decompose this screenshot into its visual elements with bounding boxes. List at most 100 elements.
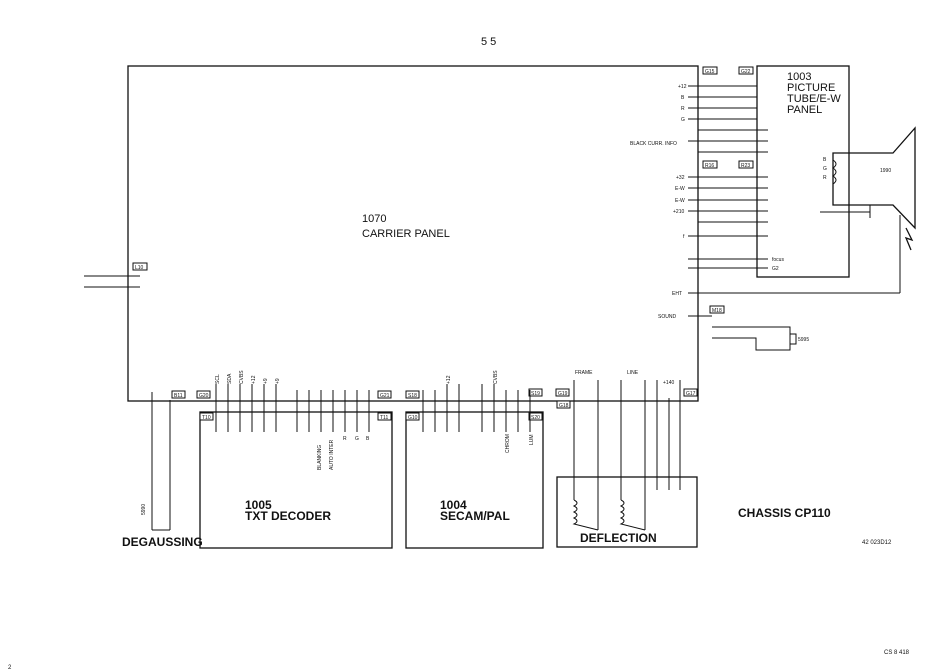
txt-decoder-pins xyxy=(215,384,370,432)
carrier-panel-name: CARRIER PANEL xyxy=(362,228,450,240)
r16-bus xyxy=(688,176,768,237)
deflection-label: DEFLECTION xyxy=(580,531,657,545)
speaker-ref: 5995 xyxy=(798,337,809,343)
document-code: 42 023D12 xyxy=(862,540,892,546)
connector-s18: S18 xyxy=(408,393,417,399)
tube-ref: 1990 xyxy=(880,168,891,174)
sig-lum: LUM xyxy=(529,434,535,445)
connector-s18-tag xyxy=(405,390,420,399)
sig-plus9-b: +9 xyxy=(275,378,281,384)
connector-t11: T11 xyxy=(380,415,388,421)
sig-cvbs-txt: CVBS xyxy=(239,370,245,384)
sig-focus: focus xyxy=(772,257,784,263)
sig-blanking: BLANKING xyxy=(317,445,323,470)
sig-black-curr: BLACK CURR. INFO xyxy=(630,141,677,147)
sig-r: R xyxy=(681,106,685,112)
carrier-panel-box xyxy=(127,65,699,402)
spark-icon xyxy=(904,227,914,251)
speaker-icon xyxy=(789,333,797,345)
sig-plus210: +210 xyxy=(673,209,684,215)
sig-plus9-a: +9 xyxy=(263,378,269,384)
sig-plus12: +12 xyxy=(678,84,687,90)
sig-plus140: +140 xyxy=(663,380,674,386)
sig-sda: SDA xyxy=(227,373,233,384)
sound-line-3 xyxy=(712,337,791,351)
connector-g22: G22 xyxy=(741,69,751,75)
connector-b11: B11 xyxy=(174,393,183,399)
degaussing-wiring xyxy=(151,392,171,531)
pt-panel-line2: TUBE/E-W xyxy=(787,93,841,105)
txt-decoder-name: TXT DECODER xyxy=(245,509,331,523)
connector-r16-tag xyxy=(702,160,718,169)
footer-code: CS 8 418 xyxy=(884,650,910,656)
connector-t10: T10 xyxy=(202,415,211,421)
tube-gun-g: G xyxy=(823,166,827,172)
degauss-coil-ref: 5990 xyxy=(141,504,147,515)
sig-sound: SOUND xyxy=(658,314,676,320)
connector-g15-tag xyxy=(702,66,718,75)
page-numbers: 5 5 xyxy=(481,36,496,48)
connector-l10: L10 xyxy=(135,265,144,271)
g15-bus xyxy=(688,85,768,153)
sig-r-txt: R xyxy=(343,436,347,442)
connector-r16: R16 xyxy=(705,163,714,169)
sig-plus32: +32 xyxy=(676,175,685,181)
connector-g17-tag xyxy=(683,388,698,397)
sig-line: LINE xyxy=(627,370,639,376)
chassis-title: CHASSIS CP110 xyxy=(738,506,831,520)
connector-g10-tag xyxy=(405,412,420,421)
sig-g-txt: G xyxy=(355,436,359,442)
connector-s19: S19 xyxy=(531,391,540,397)
connector-t11-tag xyxy=(377,412,392,421)
sig-plus12-txt: +12 xyxy=(251,375,257,384)
sound-line-2 xyxy=(712,326,791,338)
tube-gun-r: R xyxy=(823,175,827,181)
sig-cvbs-sp: CVBS xyxy=(493,370,499,384)
connector-g18-tag xyxy=(556,400,571,409)
sig-plus12-sp: +12 xyxy=(446,375,452,384)
carrier-panel-number: 1070 xyxy=(362,213,386,225)
connector-g20: G20 xyxy=(199,393,209,399)
sig-g2: G2 xyxy=(772,266,779,272)
tube-gun-b: B xyxy=(823,157,827,163)
secam-pal-name: SECAM/PAL xyxy=(440,509,510,523)
sig-auto-inter: AUTO INTER xyxy=(329,439,335,470)
secam-pal-pins xyxy=(422,384,531,432)
connector-r23-tag xyxy=(738,160,754,169)
connector-t10-tag xyxy=(199,412,214,421)
sig-ew-1: E-W xyxy=(675,186,685,192)
connector-g22-tag xyxy=(738,66,754,75)
deflection-wiring xyxy=(572,380,681,531)
deflection-box xyxy=(556,476,698,548)
connector-g21-tag xyxy=(377,390,392,399)
sig-b: B xyxy=(681,95,685,101)
sig-scl: SCL xyxy=(215,374,221,384)
connector-g19: G19 xyxy=(558,391,568,397)
connector-m18-tag xyxy=(709,305,725,314)
connector-g18: G18 xyxy=(559,403,569,409)
pt-panel-line1: PICTURE xyxy=(787,82,835,94)
picture-tube-panel-box xyxy=(756,65,850,278)
connector-g21: G21 xyxy=(380,393,390,399)
secam-pal-box xyxy=(405,411,544,549)
connector-g15: G15 xyxy=(705,69,715,75)
connector-s19-tag xyxy=(528,388,543,397)
pt-panel-number: 1003 xyxy=(787,71,811,83)
connector-g17: G17 xyxy=(686,391,696,397)
txt-decoder-box xyxy=(199,411,393,549)
pt-panel-line3: PANEL xyxy=(787,104,822,116)
connector-r23: R23 xyxy=(741,163,750,169)
degaussing-label: DEGAUSSING xyxy=(122,535,203,549)
connector-b11-tag xyxy=(171,390,186,399)
corner-mark: 2 xyxy=(8,665,12,671)
connector-m18: M18 xyxy=(712,308,722,314)
sig-b-txt: B xyxy=(366,436,370,442)
sig-ew-2: E-W xyxy=(675,198,685,204)
connector-l10-tag xyxy=(132,262,148,271)
connector-g19-tag xyxy=(555,388,570,397)
secam-pal-number: 1004 xyxy=(440,498,467,512)
sig-frame: FRAME xyxy=(575,370,593,376)
txt-decoder-number: 1005 xyxy=(245,498,272,512)
sig-eht: EHT xyxy=(672,291,682,297)
